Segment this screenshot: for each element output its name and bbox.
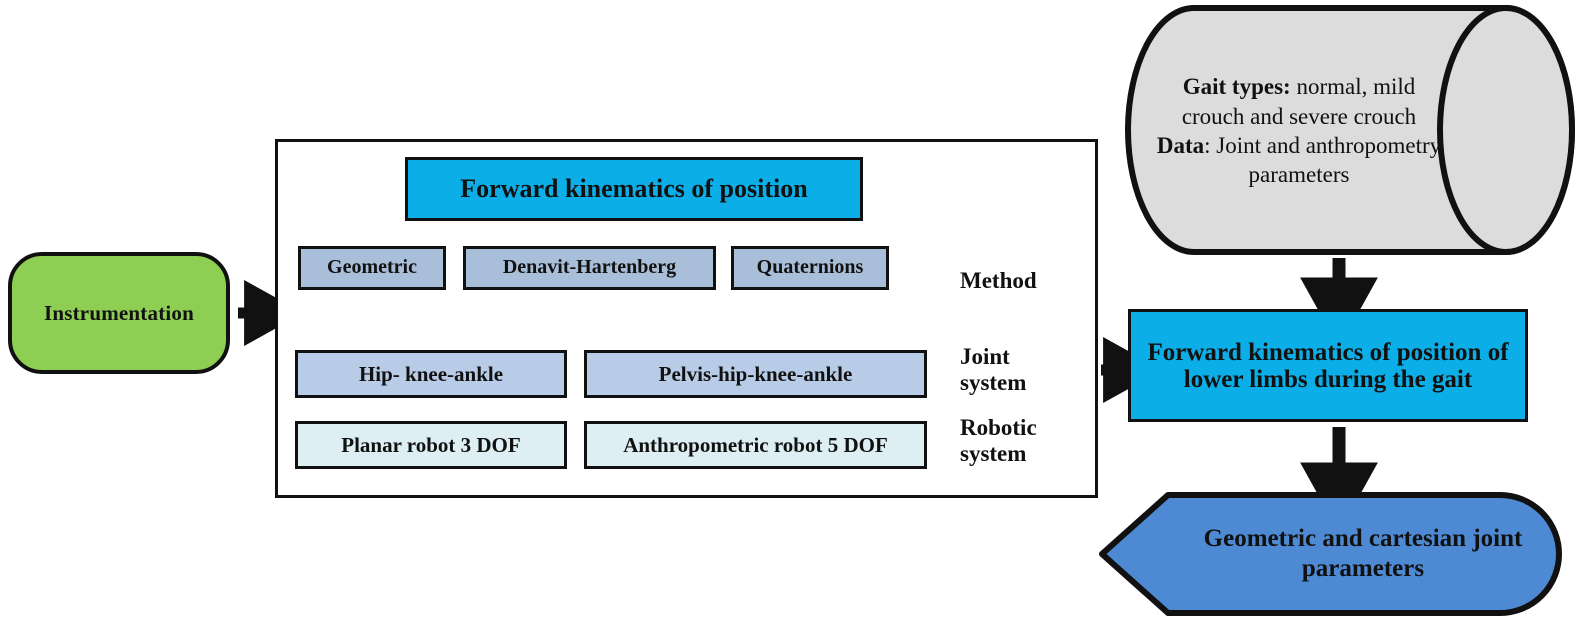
geometric-cartesian-label: Geometric and cartesian joint parameters <box>1203 525 1523 582</box>
method-box-quaternions[interactable]: Quaternions <box>731 246 889 290</box>
joint-system-box-pelvis-hip-knee-ankle[interactable]: Pelvis-hip-knee-ankle <box>584 350 927 398</box>
row-label-joint-system: Joint system <box>960 344 1027 395</box>
row-label-method: Method <box>960 268 1037 293</box>
joint-system-box-hip-knee-ankle[interactable]: Hip- knee-ankle <box>295 350 567 398</box>
forward-kinematics-lower-limbs-node[interactable]: Forward kinematics of position of lower … <box>1128 309 1528 422</box>
gait-types-key: Gait types: <box>1182 74 1291 100</box>
pentagon-shape <box>1099 492 1562 616</box>
gait-types-value: normal, mild crouch and severe crouch <box>1181 74 1417 129</box>
robotic-system-box-planar-robot[interactable]: Planar robot 3 DOF <box>295 421 567 469</box>
data-store-cylinder[interactable]: Gait types: normal, mild crouch and seve… <box>1124 4 1576 256</box>
method-box-geometric[interactable]: Geometric <box>298 246 446 290</box>
data-key: Data <box>1156 133 1205 158</box>
instrumentation-node[interactable]: Instrumentation <box>8 252 230 374</box>
data-store-text: Gait types: normal, mild crouch and seve… <box>1154 26 1444 236</box>
row-label-robotic-system: Robotic system <box>960 415 1037 466</box>
forward-kinematics-header[interactable]: Forward kinematics of position <box>405 157 863 221</box>
method-box-denavit-hartenberg[interactable]: Denavit-Hartenberg <box>463 246 716 290</box>
cylinder-shape <box>1125 5 1575 255</box>
geometric-cartesian-node[interactable]: Geometric and cartesian joint parameters <box>1098 491 1563 617</box>
data-value: : Joint and anthropometry parameters <box>1204 133 1442 188</box>
robotic-system-box-anthropometric-robot[interactable]: Anthropometric robot 5 DOF <box>584 421 927 469</box>
